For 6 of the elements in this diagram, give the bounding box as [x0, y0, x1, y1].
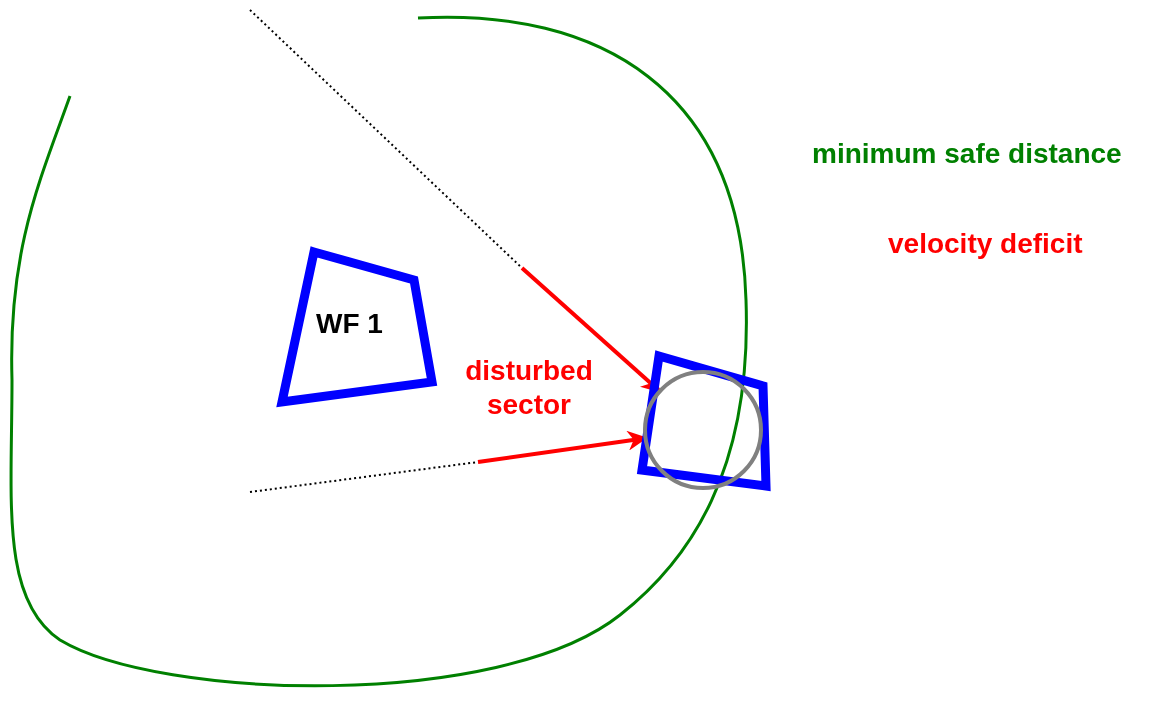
legend-text: velocity deficit: [888, 228, 1083, 260]
wind-farm-area: [636, 350, 772, 492]
annotation-text: disturbed sector: [464, 354, 594, 422]
wind-farm-label: WF 1: [316, 308, 383, 340]
legend-text: minimum safe distance: [812, 138, 1122, 170]
wind-farm-area: [276, 246, 440, 406]
